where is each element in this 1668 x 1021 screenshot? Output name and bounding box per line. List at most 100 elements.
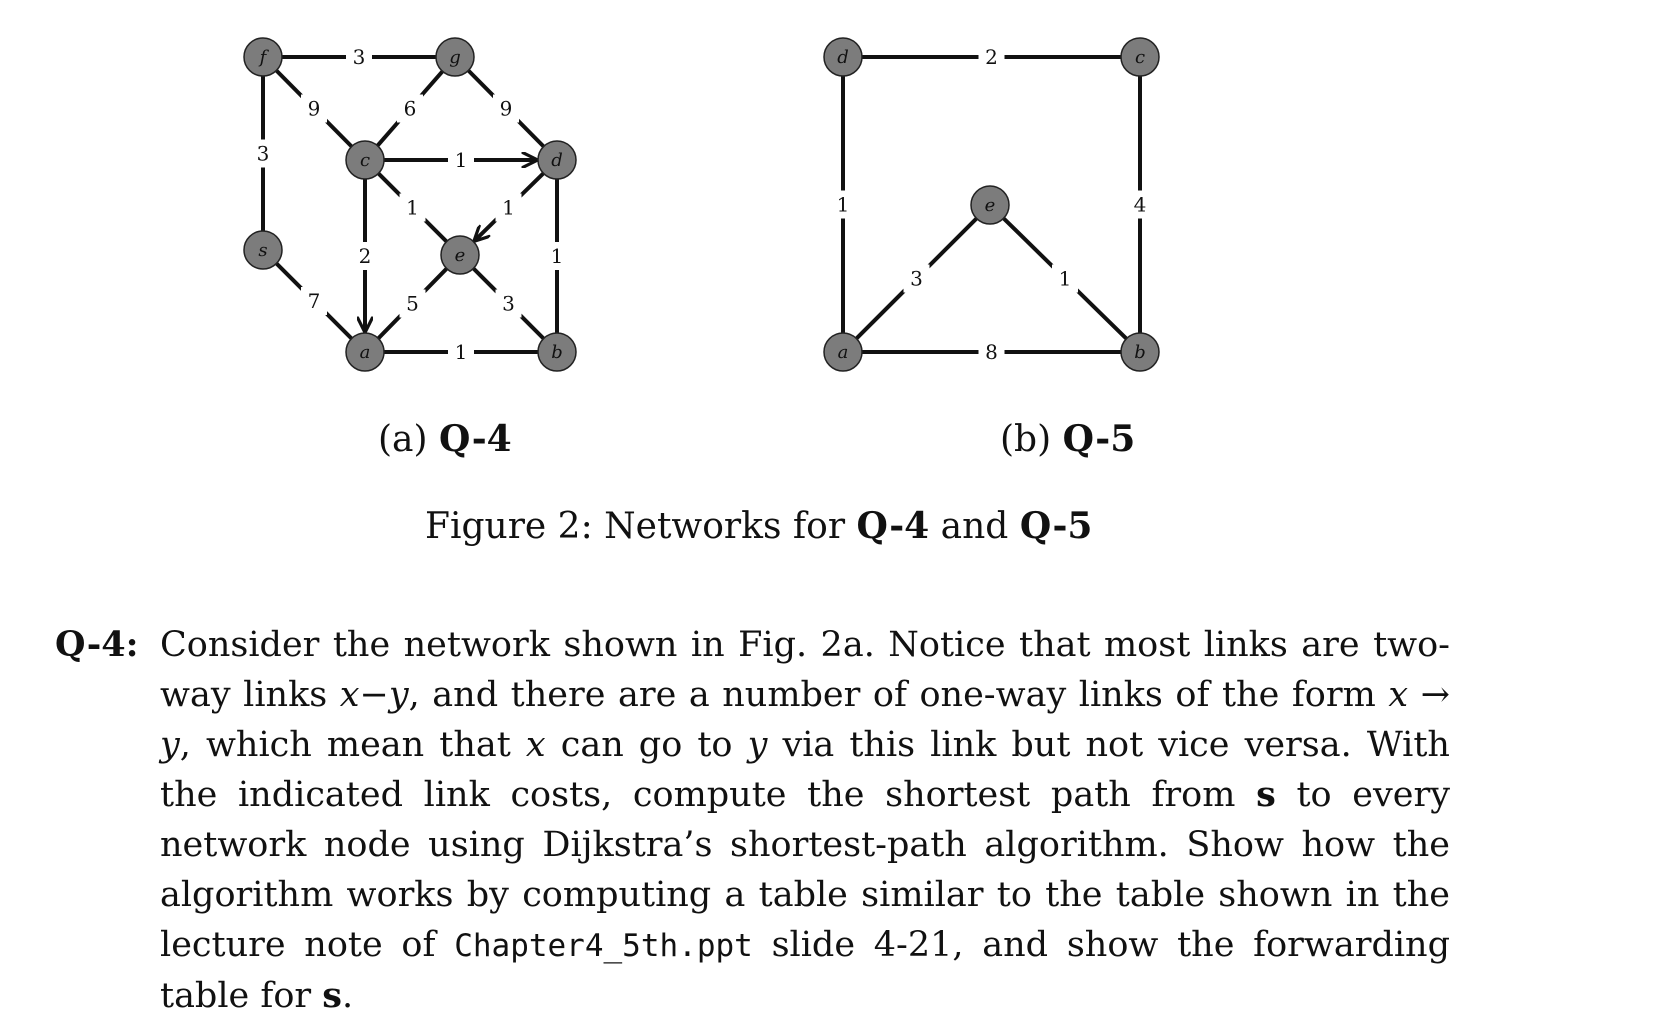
- weight-bg-c-d: [448, 146, 474, 174]
- node-label-s: s: [258, 240, 267, 261]
- weight-bg-f-s: [250, 139, 276, 168]
- weight-label-a-b: 1: [455, 340, 468, 364]
- node-circle-s: [243, 230, 283, 270]
- node-circle-f: [243, 37, 283, 77]
- weight-label-c-d: 1: [455, 148, 468, 172]
- q-code-filename: Chapter4_5th.ppt: [454, 928, 753, 964]
- q-math-4: y: [747, 725, 768, 765]
- nodes: d c e a b: [823, 37, 1160, 372]
- node-a: a: [345, 332, 385, 372]
- weight-label-e-b: 1: [1059, 267, 1072, 291]
- node-d: d: [823, 37, 863, 77]
- figure-caption-prefix: Figure 2: Networks for: [425, 506, 846, 547]
- weight-label-s-a: 7: [308, 289, 321, 313]
- node-c: c: [1120, 37, 1160, 77]
- node-label-e: e: [985, 195, 996, 216]
- weight-bg-f-g: [346, 43, 372, 71]
- node-label-d: d: [551, 150, 563, 171]
- node-s: s: [243, 230, 283, 270]
- figure-caption-bold2: Q-5: [1019, 505, 1093, 547]
- q-text-2: , and there are a number of one-way link…: [408, 675, 1376, 715]
- weight-label-c-e: 1: [406, 196, 419, 220]
- q-text-8: .: [342, 976, 354, 1016]
- weight-bg-e-b: [1052, 264, 1078, 293]
- node-circle-g: [435, 37, 475, 77]
- node-circle-c: [1120, 37, 1160, 77]
- q-math-3: x: [525, 725, 546, 765]
- node-f: f: [243, 37, 283, 77]
- weight-bg-s-a: [301, 287, 327, 315]
- node-label-c: c: [1135, 47, 1145, 68]
- weight-label-f-s: 3: [257, 142, 270, 166]
- node-circle-a: [823, 332, 863, 372]
- weight-bg-e-b: [495, 289, 522, 318]
- weight-label-c-b: 4: [1134, 193, 1147, 217]
- figure-caption-bold1: Q-4: [856, 505, 930, 547]
- node-a: a: [823, 332, 863, 372]
- figure-caption-middle: and: [940, 506, 1009, 547]
- question-body: Consider the network shown in Fig. 2a. N…: [160, 620, 1450, 1021]
- node-c: c: [345, 140, 385, 180]
- node-circle-a: [345, 332, 385, 372]
- node-label-a: a: [360, 342, 371, 363]
- node-label-c: c: [360, 150, 370, 171]
- weight-bg-d-e: [495, 193, 522, 222]
- subcaption-b: (b) Q-5: [1000, 418, 1135, 460]
- q-math-2: x → y: [160, 675, 1450, 765]
- q-text-4: can go to: [560, 725, 733, 765]
- node-circle-d: [823, 37, 863, 77]
- node-label-d: d: [837, 47, 849, 68]
- subcaption-a-prefix: (a): [378, 419, 428, 460]
- weight-label-f-g: 3: [353, 45, 366, 69]
- question-label: Q-4:: [55, 624, 139, 665]
- weight-label-f-c: 9: [308, 97, 321, 121]
- weight-label-d-a: 1: [837, 193, 850, 217]
- q-bold-s-1: s: [1256, 774, 1276, 815]
- weight-bg-f-c: [301, 94, 327, 123]
- subcaption-b-prefix: (b): [1000, 419, 1052, 460]
- node-circle-d: [537, 140, 577, 180]
- subcaption-a-bold: Q-4: [439, 418, 512, 460]
- node-label-b: b: [551, 342, 563, 363]
- weight-label-c-a: 2: [359, 244, 372, 268]
- node-b: b: [537, 332, 577, 372]
- weight-label-d-e: 1: [502, 196, 515, 220]
- weight-label-d-c: 2: [985, 45, 998, 69]
- node-circle-b: [1120, 332, 1160, 372]
- node-e: e: [970, 185, 1010, 225]
- node-circle-c: [345, 140, 385, 180]
- weight-bg-c-a: [352, 242, 378, 270]
- weight-bg-g-d: [493, 94, 519, 123]
- node-circle-e: [440, 235, 480, 275]
- q-text-1: Consider the network shown in Fig. 2a. N…: [160, 625, 1450, 715]
- q-text-3: , which mean that: [179, 725, 511, 765]
- weight-label-g-d: 9: [500, 97, 513, 121]
- subcaption-a: (a) Q-4: [378, 418, 512, 460]
- weight-bg-d-b: [544, 242, 570, 270]
- weight-label-e-b: 3: [502, 292, 515, 316]
- weight-bg-g-c: [397, 94, 423, 123]
- weight-bg-e-a: [399, 289, 426, 318]
- question-q4: Q-4: Consider the network shown in Fig. …: [55, 620, 1450, 1021]
- subcaption-b-bold: Q-5: [1062, 418, 1136, 460]
- node-label-e: e: [455, 245, 466, 266]
- node-circle-e: [970, 185, 1010, 225]
- node-circle-b: [537, 332, 577, 372]
- weight-bg-a-b: [448, 338, 474, 366]
- weight-label-d-b: 1: [551, 244, 564, 268]
- weight-bg-e-a: [903, 264, 930, 293]
- node-d: d: [537, 140, 577, 180]
- q-text-5: via this link but not vice versa. With t…: [160, 725, 1450, 815]
- node-b: b: [1120, 332, 1160, 372]
- weight-label-a-b: 8: [985, 340, 998, 364]
- figure-caption: Figure 2: Networks for Q-4 and Q-5: [425, 505, 1092, 547]
- weight-bg-d-c: [978, 43, 1005, 71]
- q-text-6: to every network node using Dijkstra’s s…: [160, 775, 1450, 965]
- node-label-a: a: [838, 342, 849, 363]
- weight-label-e-a: 5: [406, 292, 419, 316]
- weight-bg-c-e: [399, 193, 426, 222]
